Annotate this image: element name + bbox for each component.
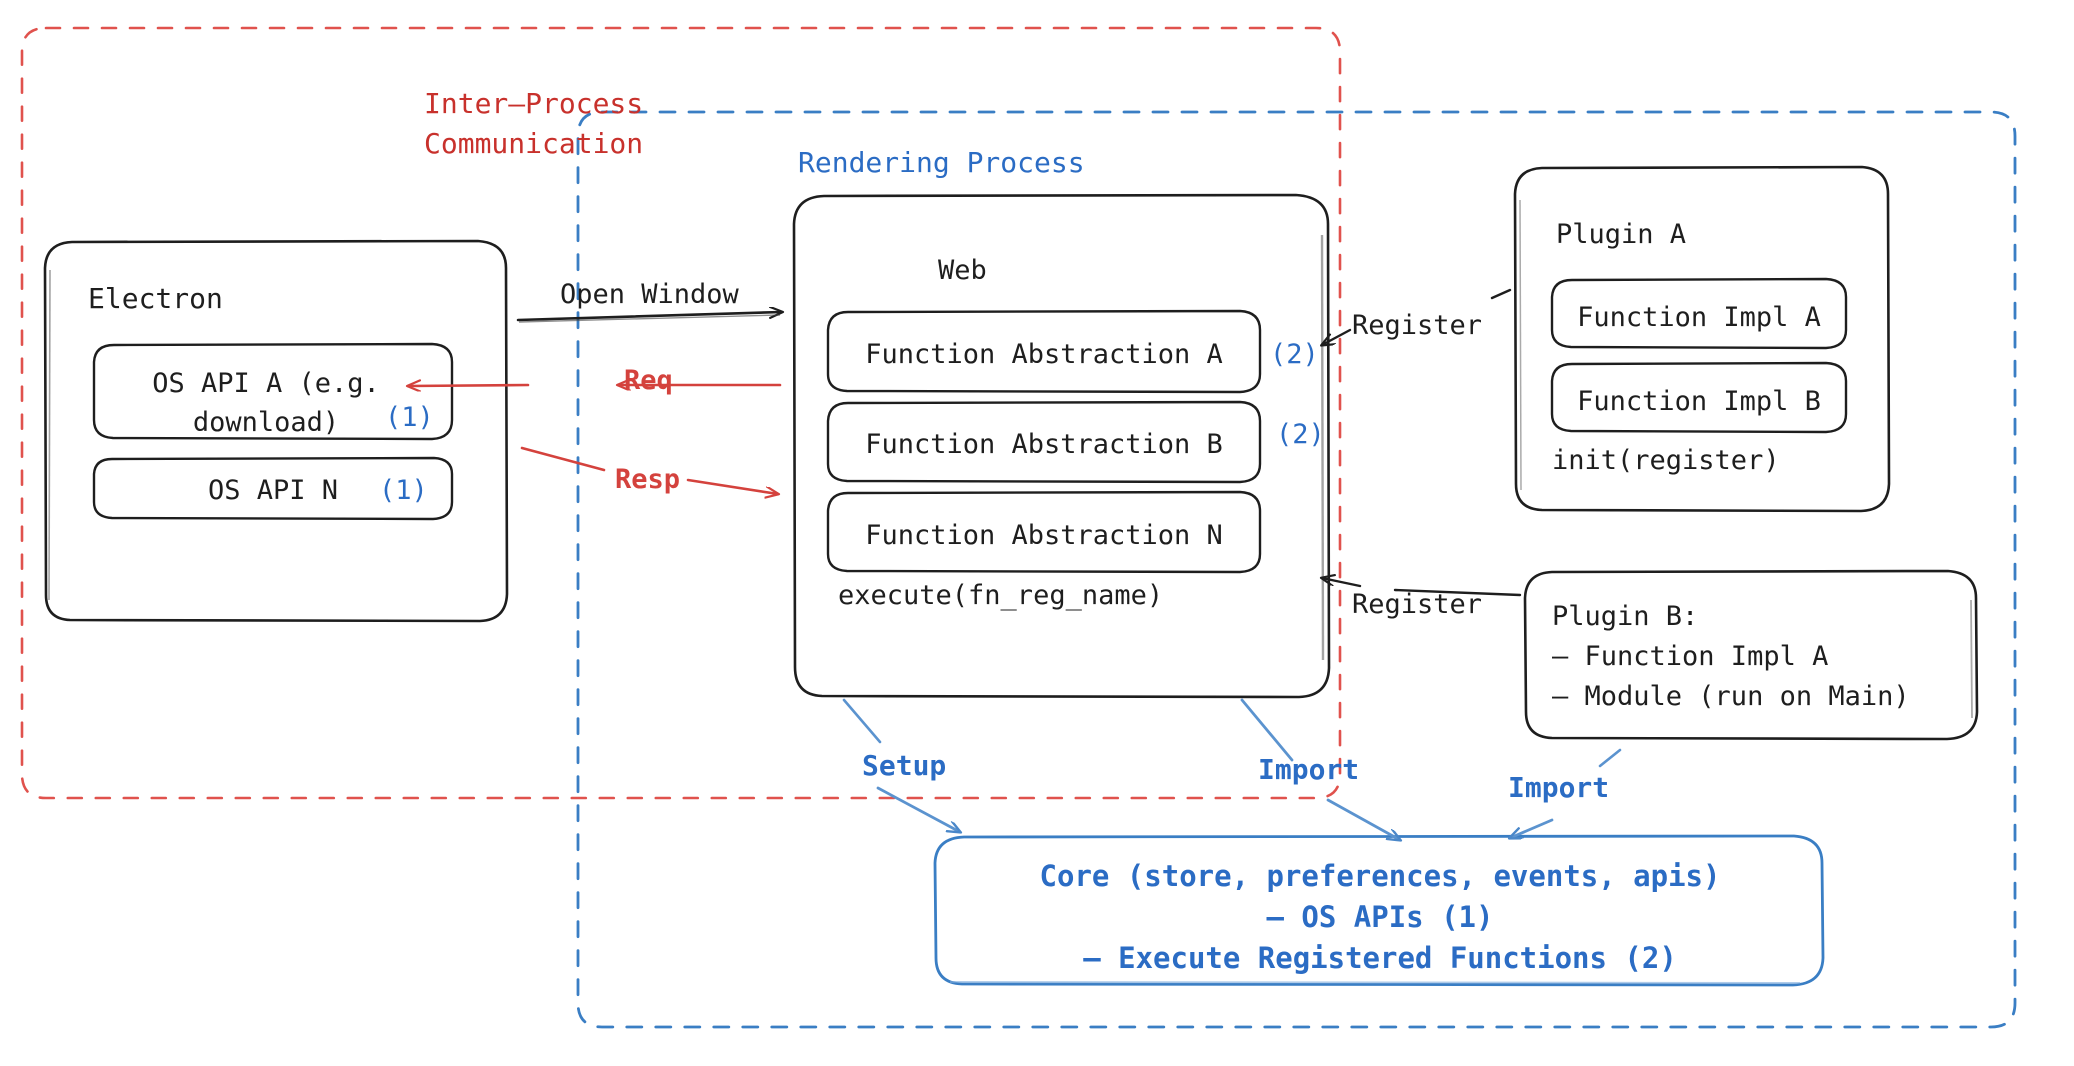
function-abstraction-n-label: Function Abstraction N [865, 520, 1223, 551]
function-abstraction-a-label: Function Abstraction A [865, 339, 1223, 370]
import-web-label: Import [1258, 753, 1360, 786]
function-abstraction-a-marker: (2) [1270, 339, 1319, 370]
core-label: Core (store, preferences, events, apis) … [1039, 859, 1721, 976]
os-api-n-marker: (1) [379, 475, 428, 506]
plugin-a-init-label: init(register) [1552, 445, 1780, 476]
os-api-a-label: OS API A (e.g. download) [152, 368, 380, 439]
register-top-label: Register [1352, 310, 1483, 341]
function-impl-a-label: Function Impl A [1577, 302, 1821, 333]
open-window-label: Open Window [560, 279, 739, 310]
rendering-process-region-label: Rendering Process [798, 146, 1085, 179]
electron-title: Electron [88, 282, 223, 315]
register-bottom-label: Register [1352, 589, 1483, 620]
function-abstraction-b-marker: (2) [1276, 419, 1325, 450]
function-impl-b-label: Function Impl B [1577, 386, 1821, 417]
resp-label: Resp [615, 464, 681, 495]
open-window-arrow [516, 312, 782, 323]
os-api-a-marker: (1) [385, 402, 434, 433]
req-arrow [408, 385, 782, 386]
plugin-a-title: Plugin A [1556, 219, 1687, 250]
web-execute-label: execute(fn_reg_name) [838, 580, 1164, 611]
setup-label: Setup [862, 749, 947, 782]
os-api-n-label: OS API N [208, 475, 339, 506]
import-plugin-b-label: Import [1508, 771, 1610, 804]
ipc-region-label: Inter–Process Communication [424, 87, 644, 160]
plugin-b-label: Plugin B: – Function Impl A – Module (ru… [1552, 601, 1910, 712]
req-label: Req [624, 365, 673, 396]
web-title: Web [938, 255, 987, 286]
function-abstraction-b-label: Function Abstraction B [865, 429, 1223, 460]
